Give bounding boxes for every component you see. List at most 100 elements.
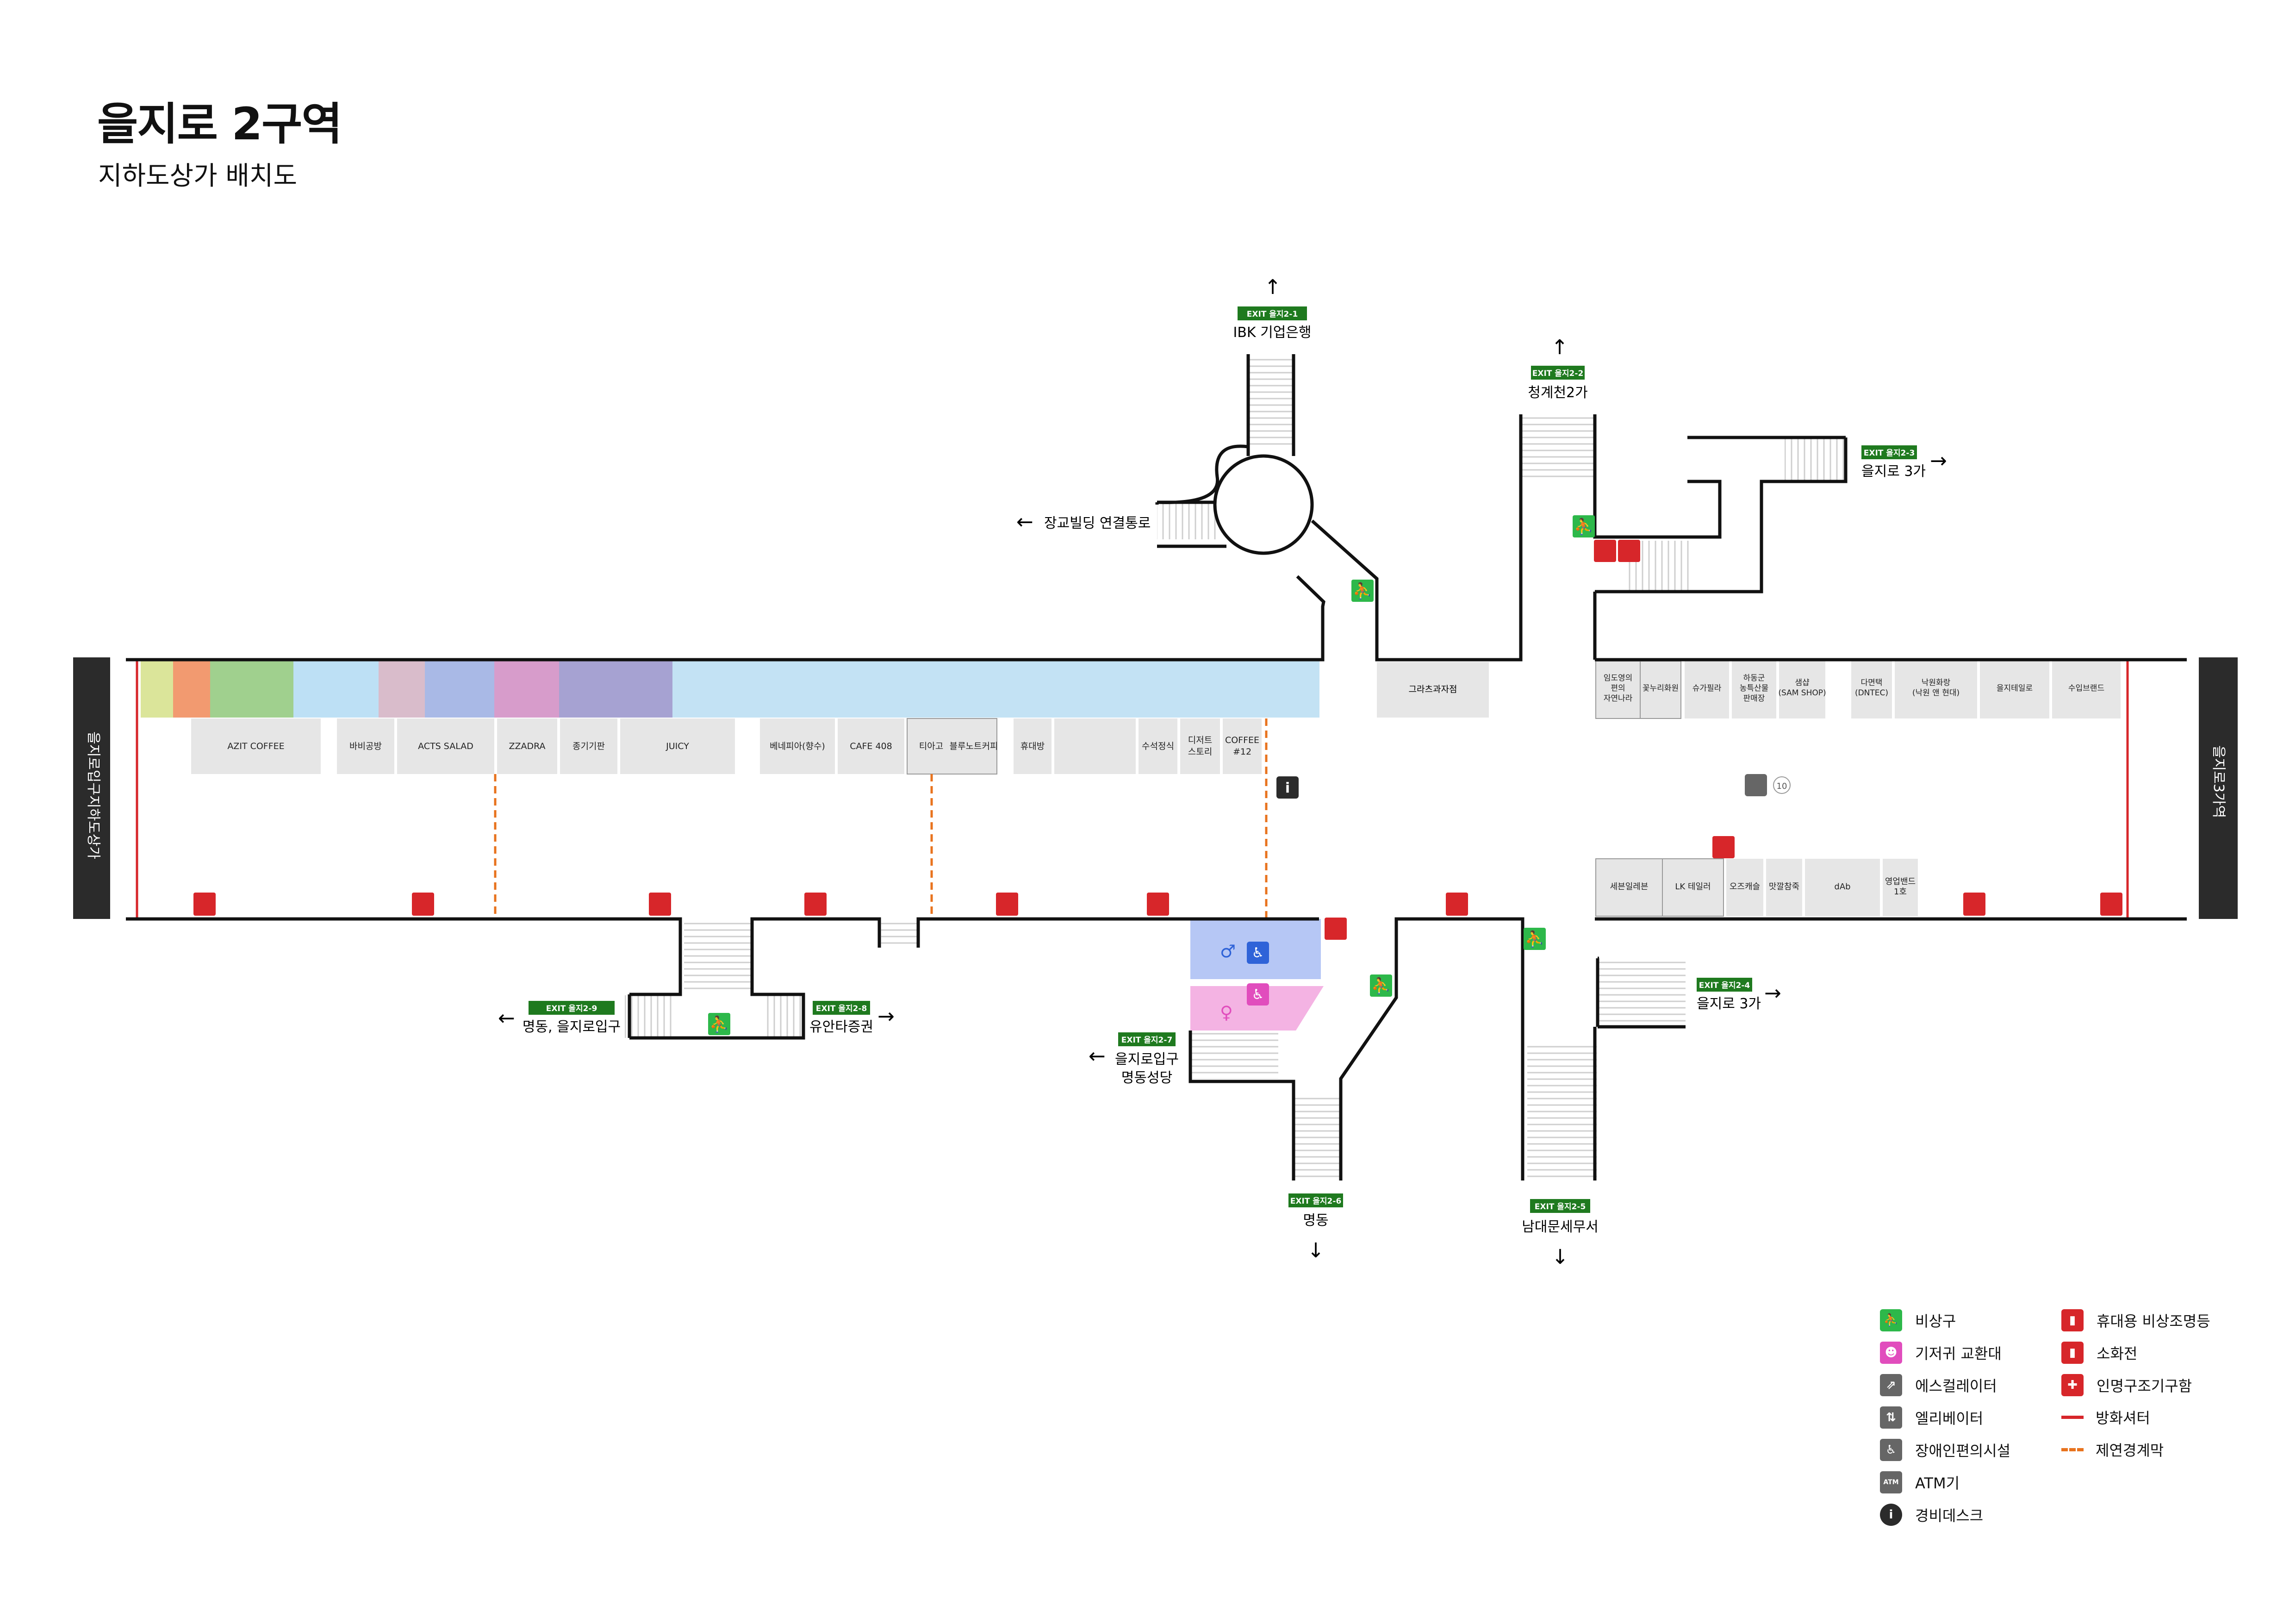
store-label: LK 테일러 — [1675, 882, 1711, 892]
stair — [764, 995, 803, 1038]
legend-label: ATM기 — [1915, 1474, 1960, 1492]
store-label: 판매장 — [1743, 694, 1765, 703]
emergency-exit-icon — [1370, 974, 1392, 997]
exit-badge[interactable] — [1118, 1032, 1176, 1046]
exit-badge[interactable] — [1530, 1199, 1590, 1213]
running-person-glyph: ⛹ — [709, 1015, 729, 1034]
legend-item: ☻ 기저귀 교환대 — [1880, 1342, 2002, 1364]
color-block — [672, 661, 1319, 718]
arrow-up-icon: ↑ — [1264, 275, 1282, 299]
store-box — [1223, 718, 1262, 774]
store-box — [397, 718, 494, 774]
store-labels-top-right: 임도영의 편의 자연나라 꽃누리화원 슈가필라 하동군 농특산물 판매장 샘샵 … — [1604, 674, 2104, 703]
store-label: 오즈캐슬 — [1730, 882, 1760, 892]
store-label: 임도영의 — [1604, 674, 1633, 683]
legend-label: 휴대용 비상조명등 — [2097, 1312, 2210, 1330]
store-label: 스토리 — [1188, 747, 1212, 757]
color-block — [559, 661, 672, 718]
map-title: 을지로 2구역 — [97, 98, 342, 150]
store-label: dAb — [1834, 882, 1850, 892]
emergency-exit-icon — [1524, 928, 1546, 950]
stairs — [625, 354, 1846, 1181]
legend-label: 장애인편의시설 — [1915, 1442, 2011, 1460]
store-box — [1595, 661, 1641, 719]
exit-label: 남대문세무서 — [1522, 1219, 1599, 1235]
atm-count: 10 — [1777, 781, 1787, 791]
store-label: CAFE 408 — [850, 741, 892, 751]
accessible-icon: ♿ — [1880, 1439, 1902, 1461]
exit-label: 청계천2가 — [1528, 385, 1588, 401]
emergency-lamp-icon — [804, 893, 827, 916]
store-box — [1377, 662, 1489, 718]
store-label: 편의 — [1611, 684, 1625, 693]
stair — [1598, 958, 1686, 1027]
store-box — [1779, 661, 1825, 718]
store-labels-top-left: AZIT COFFEE 바비공방 ACTS SALAD ZZADRA 종기기판 … — [227, 735, 1259, 757]
running-person-glyph: ⛹ — [1353, 581, 1372, 600]
exit-badge[interactable] — [1238, 306, 1307, 320]
right-connection-bar — [2199, 657, 2238, 919]
smoke-barrier-line — [2061, 1448, 2084, 1451]
store-label: 디저트 — [1188, 735, 1212, 745]
exit-badge[interactable] — [1288, 1193, 1343, 1207]
legend-item: ⇅ 엘리베이터 — [1880, 1406, 1983, 1429]
exit-badge[interactable] — [813, 1001, 870, 1015]
store-label: 영업밴드 — [1885, 877, 1916, 887]
legend-item: ▮ 휴대용 비상조명등 — [2061, 1309, 2210, 1331]
stair — [1294, 1097, 1341, 1181]
store-label: 다면택 — [1861, 678, 1883, 687]
store-box — [560, 718, 617, 774]
accessible-glyph: ♿ — [1252, 945, 1264, 961]
emergency-lamp-icon — [1446, 893, 1468, 916]
store-label: 슈가필라 — [1692, 684, 1722, 693]
emergency-lamp-icon — [996, 893, 1018, 916]
emergency-exit-icon — [708, 1013, 730, 1035]
exit-label: 유안타증권 — [809, 1019, 873, 1035]
legend-label: 인명구조기구함 — [2097, 1377, 2192, 1395]
stores-top-left — [191, 718, 1262, 775]
stair — [625, 995, 676, 1038]
store-label: 수입브랜드 — [2068, 684, 2104, 693]
store-label: (SAM SHOP) — [1778, 688, 1826, 698]
store-box — [1014, 718, 1052, 774]
connection-label: 장교빌딩 연결통로 — [1044, 515, 1151, 531]
arrow-right-icon: → — [877, 1005, 895, 1028]
legend-label: 에스컬레이터 — [1915, 1377, 1997, 1395]
store-box — [1640, 661, 1681, 719]
legend-item: ✚ 인명구조기구함 — [2061, 1374, 2192, 1396]
exit-label: IBK 기업은행 — [1233, 325, 1311, 341]
exit-badge[interactable] — [1531, 366, 1585, 380]
wall — [1593, 414, 1722, 660]
stair — [1521, 414, 1595, 479]
emergency-lamp-icon — [1963, 893, 1985, 916]
emergency-exit-glyphs: ⛹ ⛹ ⛹ ⛹ ⛹ — [709, 517, 1593, 1034]
legend-label: 방화셔터 — [2096, 1409, 2150, 1427]
exit-label: 명동 — [1303, 1212, 1328, 1229]
exit-badge-text: EXIT 을지2-4 — [1699, 981, 1750, 990]
left-connection-bar — [73, 657, 110, 919]
emergency-lamp-icon — [1147, 893, 1169, 916]
exit-badge[interactable] — [1697, 978, 1752, 992]
store-label: 맛깔참죽 — [1769, 882, 1799, 892]
store-label: ACTS SALAD — [418, 741, 473, 751]
store-label: ZZADRA — [509, 741, 545, 751]
store-label: 종기기판 — [572, 741, 605, 751]
color-block — [210, 661, 293, 718]
exit-label: 을지로 3가 — [1697, 996, 1761, 1012]
color-store-blocks — [141, 661, 1319, 718]
store-label: 휴대방 — [1020, 741, 1045, 751]
legend-item: ATM ATM기 — [1880, 1471, 1960, 1493]
exit-badge-text: EXIT 을지2-3 — [1864, 449, 1915, 458]
store-box — [1054, 718, 1136, 774]
exit-badge[interactable] — [529, 1001, 615, 1015]
wall — [1595, 436, 1848, 593]
store-label: 그라츠과자점 — [1409, 684, 1457, 694]
arrow-left-icon: ← — [1016, 510, 1033, 534]
store-box — [1685, 661, 1729, 718]
exit-badge[interactable] — [1861, 445, 1917, 459]
store-label: (DNTEC) — [1855, 688, 1888, 698]
rescue-kit-icon: ✚ — [2061, 1374, 2084, 1396]
store-label: 농특산물 — [1740, 684, 1769, 693]
security-desk-icon: i — [1880, 1504, 1902, 1526]
store-labels-bottom-right: 세븐일레븐 LK 테일러 오즈캐슬 맛깔참죽 dAb 영업밴드 1호 — [1610, 877, 1916, 897]
